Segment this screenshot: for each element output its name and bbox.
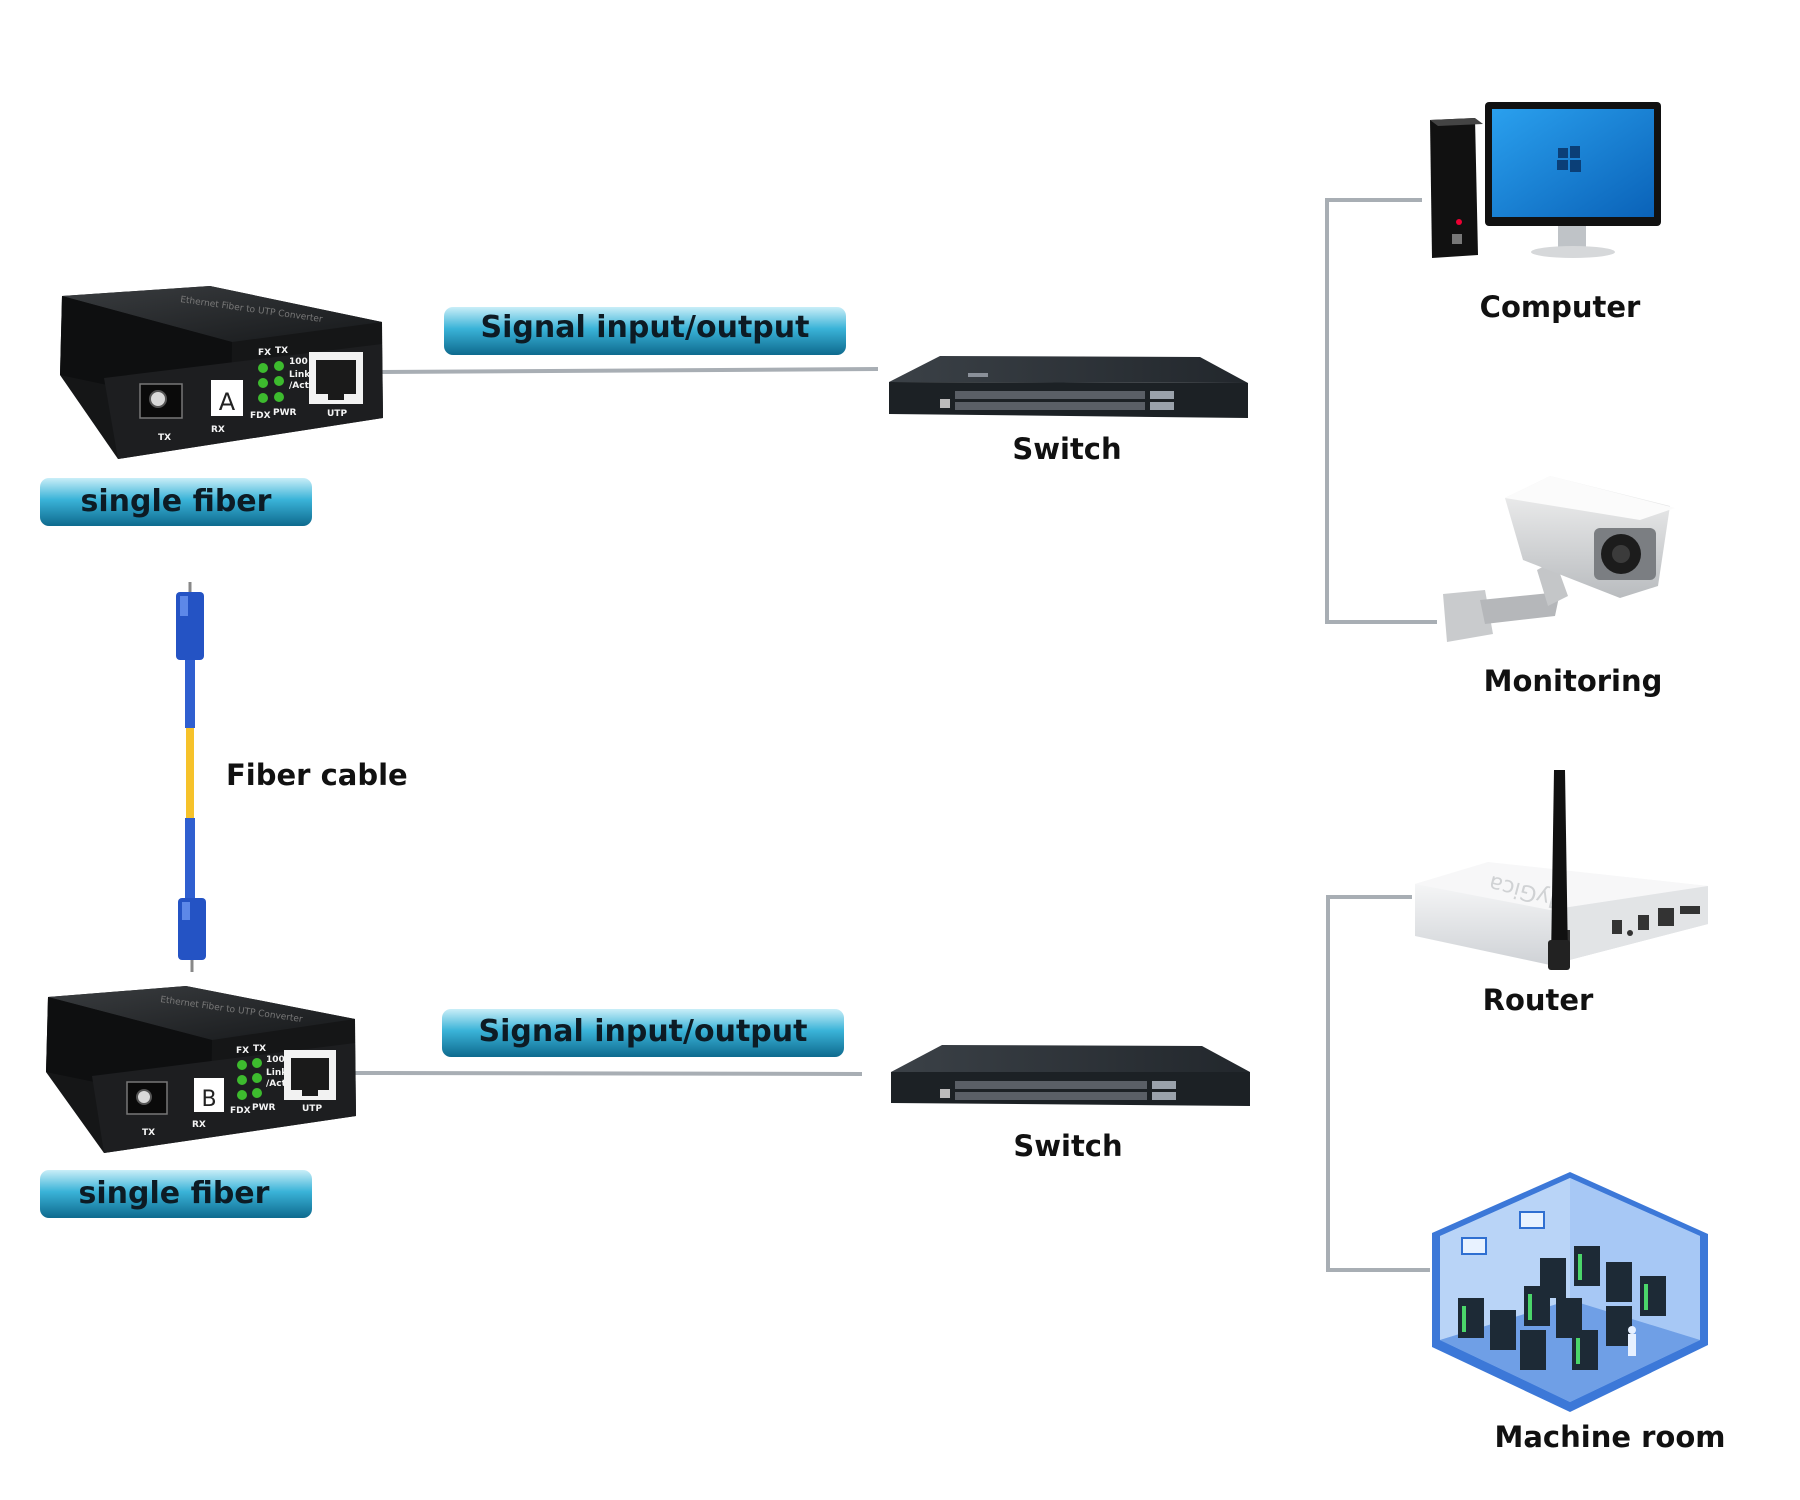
pill-single-fiber-top-label: single fiber xyxy=(81,484,272,519)
label-pwr-a: PWR xyxy=(273,408,297,418)
windows-logo-icon xyxy=(1557,146,1581,172)
line-converter-b-to-switch-bottom xyxy=(354,1071,863,1076)
port-letter-b: B xyxy=(201,1087,216,1112)
pill-signal-top-label: Signal input/output xyxy=(481,310,810,345)
wifi-router-icon: MyGica xyxy=(1415,770,1708,970)
label-utp-a: UTP xyxy=(327,409,347,419)
cctv-camera-icon xyxy=(1443,476,1675,642)
fiber-cable-label: Fiber cable xyxy=(226,758,408,792)
label-act-b: /Act xyxy=(266,1079,287,1089)
connector-lines xyxy=(354,198,1437,1272)
bracket-router-machine-room xyxy=(1326,895,1430,1272)
desktop-computer-icon xyxy=(1430,102,1661,258)
pill-single-fiber-bottom-label: single fiber xyxy=(79,1176,270,1211)
label-tx-b: TX xyxy=(142,1128,155,1138)
fiber-patch-cable-icon xyxy=(176,582,206,972)
port-letter-a: A xyxy=(219,388,236,416)
label-rx-a: RX xyxy=(211,425,225,435)
label-tx-a: TX xyxy=(158,433,171,443)
pill-single-fiber-bottom: single fiber xyxy=(40,1170,312,1218)
monitoring-label: Monitoring xyxy=(1484,664,1663,698)
media-converter-icon: Ethernet Fiber to UTP Converter B TX RX … xyxy=(46,986,356,1153)
network-switch-icon xyxy=(889,356,1248,418)
label-ledtx-b: TX xyxy=(253,1044,266,1054)
pill-signal-bottom: Signal input/output xyxy=(442,1009,844,1057)
switch-top-ports xyxy=(955,391,1145,410)
media-converter-b: Ethernet Fiber to UTP Converter B TX RX … xyxy=(40,986,356,1218)
pill-signal-top: Signal input/output xyxy=(444,307,846,355)
device-computer: Computer xyxy=(1430,102,1661,324)
label-utp-b: UTP xyxy=(302,1104,322,1114)
server-racks xyxy=(1458,1246,1666,1370)
switch-bottom-ports xyxy=(955,1081,1147,1100)
label-fx-a: FX xyxy=(258,348,271,358)
network-switch-icon xyxy=(891,1045,1250,1106)
label-fdx-a: FDX xyxy=(250,411,271,421)
pill-single-fiber-top: single fiber xyxy=(40,478,312,526)
media-converter-icon: Ethernet Fiber to UTP Converter A TX RX … xyxy=(60,286,383,459)
computer-label: Computer xyxy=(1480,290,1641,324)
pill-signal-bottom-label: Signal input/output xyxy=(479,1014,808,1049)
switch-bottom-label: Switch xyxy=(1013,1129,1122,1163)
label-100-a: 100 xyxy=(289,357,308,367)
label-link-a: Link xyxy=(289,370,311,380)
switch-top: Switch xyxy=(889,356,1248,466)
label-fdx-b: FDX xyxy=(230,1106,251,1116)
server-room-icon xyxy=(1432,1172,1708,1412)
bracket-computer-monitoring xyxy=(1325,198,1437,624)
switch-top-label: Switch xyxy=(1012,432,1121,466)
label-act-a: /Act xyxy=(289,381,310,391)
label-100-b: 100 xyxy=(266,1055,285,1065)
router-label: Router xyxy=(1483,983,1594,1017)
label-fx-b: FX xyxy=(236,1046,249,1056)
line-converter-a-to-switch-top xyxy=(379,367,879,374)
label-pwr-b: PWR xyxy=(252,1103,276,1113)
device-router: MyGica Router xyxy=(1415,770,1708,1017)
switch-bottom: Switch xyxy=(891,1045,1250,1163)
media-converter-a: Ethernet Fiber to UTP Converter A TX RX … xyxy=(40,286,383,526)
label-ledtx-a: TX xyxy=(275,346,288,356)
machine-room-label: Machine room xyxy=(1495,1420,1726,1454)
label-rx-b: RX xyxy=(192,1120,206,1130)
label-link-b: Link xyxy=(266,1068,288,1078)
device-machine-room: Machine room xyxy=(1432,1172,1725,1454)
device-monitoring: Monitoring xyxy=(1443,476,1675,698)
fiber-cable: Fiber cable xyxy=(176,582,408,972)
